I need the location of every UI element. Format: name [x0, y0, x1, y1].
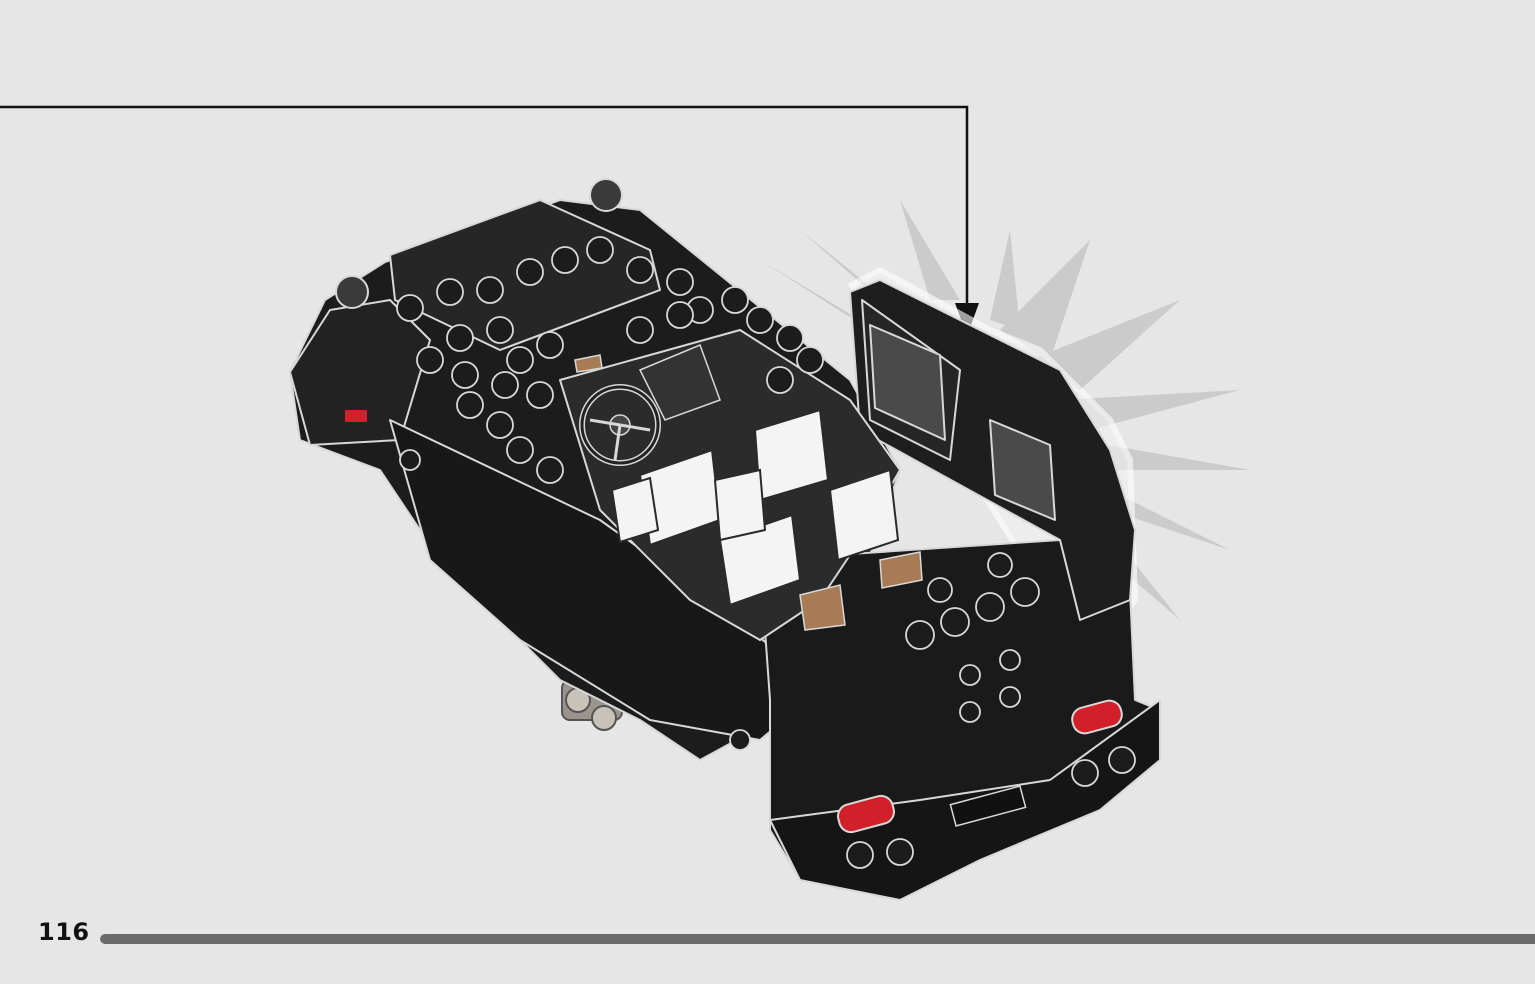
floor-tiles: [574, 354, 923, 631]
steering-wheel: [579, 344, 721, 466]
rear-studs: [399, 449, 1136, 869]
corner-lights: [335, 178, 623, 309]
seats: [610, 408, 900, 607]
studs: [396, 236, 824, 484]
tail-lights: [345, 410, 1123, 834]
amg-badge: [949, 785, 1027, 827]
page-number: 116: [38, 918, 90, 946]
progress-bar-fill: [100, 934, 1535, 944]
progress-bar: [100, 934, 1535, 944]
